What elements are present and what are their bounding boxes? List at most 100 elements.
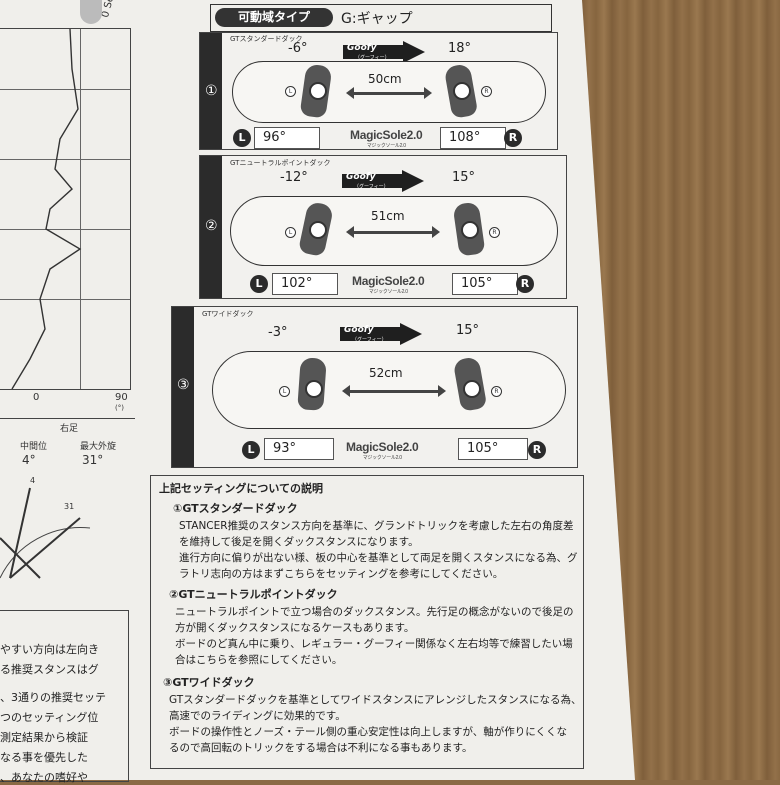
- gauge-top-label: 4: [30, 476, 36, 485]
- right-foot-marker: R: [481, 86, 492, 97]
- table-col-2: 最大外旋: [80, 442, 117, 452]
- panel-side-bar: [172, 307, 194, 467]
- binding-icon: [309, 221, 327, 239]
- left-degree: 96°: [254, 127, 320, 149]
- motion-trace: [11, 29, 82, 389]
- left-foot-marker: L: [285, 86, 296, 97]
- snowboard-outline: L R 52cm: [212, 351, 566, 429]
- range-of-motion-chart: [0, 28, 131, 390]
- gauge-right-label: 31: [64, 502, 75, 511]
- brand-logo-text: MagicSole2.0: [350, 128, 423, 142]
- section-2-line: 方が開くダックスタンスになるケースもあります。: [175, 622, 415, 634]
- brand-logo-sub: マジックソール2.0: [362, 455, 402, 461]
- section-1-title: ①GTスタンダードダック: [173, 502, 298, 515]
- left-foot-marker: L: [285, 227, 296, 238]
- panel-side-bar: [200, 156, 222, 298]
- front-angle: -12°: [280, 170, 308, 185]
- binding-icon: [461, 221, 479, 239]
- panel-title: GTワイドダック: [202, 310, 254, 318]
- width-arrow: [342, 385, 446, 397]
- binding-icon: [463, 380, 481, 398]
- goofy-arrow: Goofy （グーフィー）: [343, 41, 431, 63]
- binding-icon: [453, 82, 471, 100]
- width-arrow: [346, 226, 440, 238]
- section-1-line: 進行方向に偏りが出ない様、板の中心を基準として両足を開くスタンスになる為、グ: [179, 552, 578, 564]
- goofy-sub-label: （グーフィー）: [354, 184, 389, 190]
- panel-side-bar: [200, 33, 222, 149]
- rotation-gauge: [0, 487, 91, 579]
- note-line: る推奨スタンスはグ: [0, 663, 99, 676]
- right-foot-marker: R: [491, 386, 502, 397]
- left-badge: L: [233, 129, 251, 147]
- left-badge: L: [242, 441, 260, 459]
- back-angle: 15°: [452, 170, 476, 185]
- right-foot-marker: R: [489, 227, 500, 238]
- section-2-line: ニュートラルポイントで立つ場合のダックスタンス。先行足の概念がないので後足の: [175, 606, 574, 618]
- note-line: やすい方向は左向き: [0, 643, 99, 656]
- arrow-body: [340, 327, 402, 341]
- table-val-1: 4°: [22, 453, 36, 467]
- right-degree: 105°: [458, 438, 528, 460]
- back-angle: 15°: [456, 323, 480, 338]
- grid-line: [80, 29, 81, 389]
- front-angle: -3°: [268, 325, 288, 340]
- note-line: 、あなたの嗜好や: [0, 771, 88, 784]
- section-1-line: STANCER推奨のスタンス方向を基準に、グランドトリックを考慮した左右の角度差: [179, 520, 574, 532]
- goofy-arrow: Goofy （グーフィー）: [340, 323, 428, 345]
- snowboard-outline: L R 50cm: [232, 61, 546, 123]
- stance-panel-2: ② GTニュートラルポイントダック -12° 15° Goofy （グーフィー）…: [199, 155, 567, 299]
- arrow-body: [342, 174, 404, 188]
- panel-title: GTニュートラルポイントダック: [230, 159, 331, 167]
- axis-unit-label: (°): [115, 404, 124, 412]
- table-header: 右足: [60, 424, 79, 434]
- section-3-line: 高速でのライディングに効果的です。: [169, 710, 346, 722]
- snowboard-outline: L R 51cm: [230, 196, 558, 266]
- binding-icon: [309, 82, 327, 100]
- type-title: G:ギャップ: [341, 11, 413, 27]
- type-badge: 可動域タイプ: [215, 8, 333, 27]
- table-val-2: 31°: [82, 453, 104, 467]
- panel-title: GTスタンダードダック: [230, 35, 303, 43]
- arrow-head: [403, 41, 425, 63]
- goofy-label: Goofy: [347, 43, 377, 53]
- arrow-head: [400, 323, 422, 345]
- grid-line: [0, 89, 130, 90]
- panel-index: ②: [205, 218, 218, 234]
- section-1-line: ラトリ志向の方はまずこちらをセッティングを参考にしてください。: [179, 568, 504, 580]
- left-foot-marker: L: [279, 386, 290, 397]
- section-1-line: を維持して後足を開くダックスタンスになります。: [179, 536, 419, 548]
- arrow-head: [402, 170, 424, 192]
- right-badge: R: [528, 441, 546, 459]
- back-angle: 18°: [448, 41, 472, 56]
- section-3-line: GTスタンダードダックを基準としてワイドスタンスにアレンジしたスタンスになる為、: [169, 694, 582, 706]
- width-arrow: [346, 87, 432, 99]
- brand-logo-sub: マジックソール2.0: [368, 289, 408, 295]
- left-degree: 93°: [264, 438, 334, 460]
- goofy-arrow: Goofy （グーフィー）: [342, 170, 430, 192]
- right-foot-table: 右足 中間位 最大外旋 4° 31°: [0, 418, 135, 467]
- time-label: 0 Sec: [100, 0, 118, 19]
- table-col-1: 中間位: [20, 442, 48, 452]
- front-angle: -6°: [288, 41, 308, 56]
- binding-icon: [305, 380, 323, 398]
- settings-explanation: 上記セッティングについての説明 ①GTスタンダードダック STANCER推奨のス…: [150, 475, 584, 769]
- brand-logo-text: MagicSole2.0: [346, 440, 419, 454]
- goofy-sub-label: （グーフィー）: [352, 337, 387, 343]
- left-degree: 102°: [272, 273, 338, 295]
- goofy-label: Goofy: [344, 325, 374, 335]
- right-badge: R: [504, 129, 522, 147]
- left-badge: L: [250, 275, 268, 293]
- axis-zero-label: 0: [33, 392, 40, 403]
- arrow-body: [343, 45, 405, 59]
- section-3-line: ボードの操作性とノーズ・テール側の重心安定性は向上しますが、軸が作りにくくな: [169, 726, 568, 738]
- foot-pressure-icon: [80, 0, 102, 24]
- section-2-line: ボードのど真ん中に乗り、レギュラー・グーフィー関係なく左右均等で練習したい場: [175, 638, 573, 650]
- section-3-line: るので高回転のトリックをする場合は不利になる事もあります。: [169, 742, 473, 754]
- explanation-heading: 上記セッティングについての説明: [159, 482, 324, 495]
- panel-index: ①: [205, 83, 218, 99]
- section-3-title: ③GTワイドダック: [163, 676, 255, 689]
- left-partial-column: 0 Sec 0 90 (°) 右足 中間位 最大外旋 4° 31° 4 31 や…: [0, 0, 160, 784]
- right-degree: 105°: [452, 273, 518, 295]
